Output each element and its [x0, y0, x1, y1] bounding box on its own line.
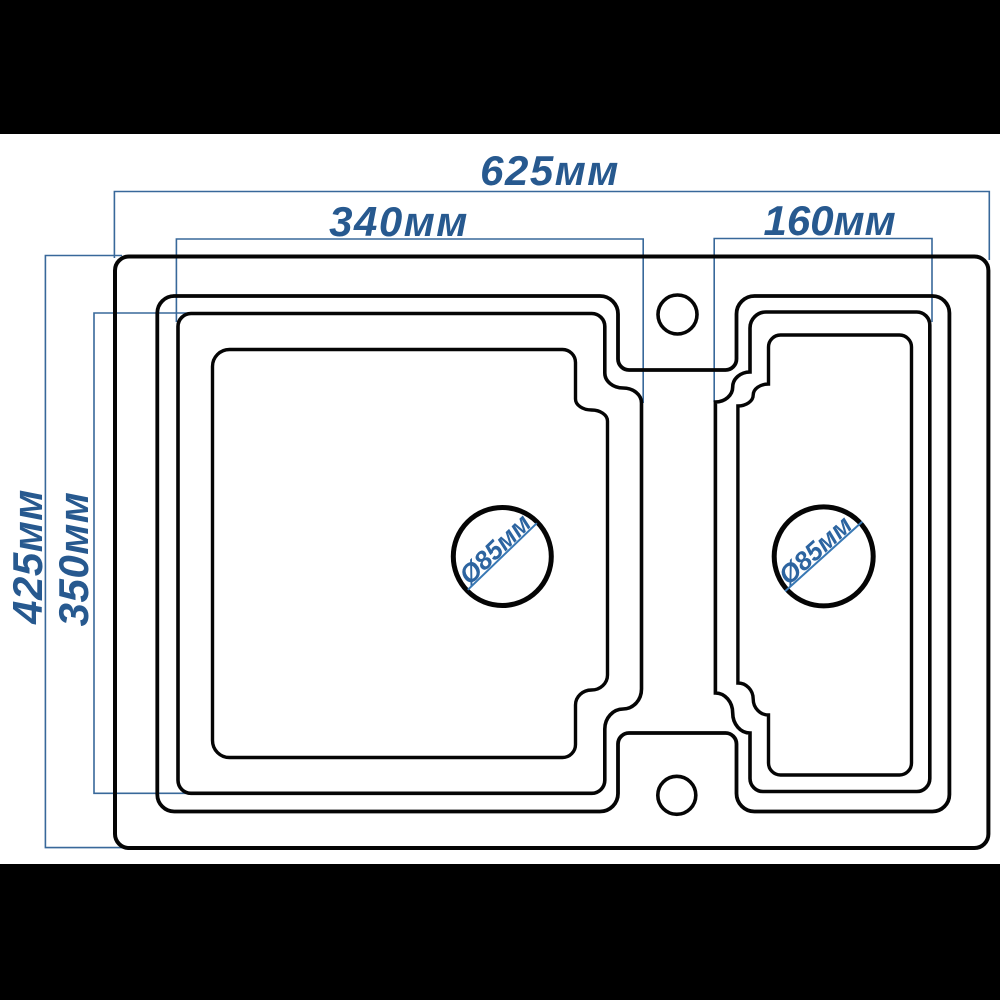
svg-text:625мм: 625мм [480, 147, 620, 194]
svg-text:160мм: 160мм [763, 197, 895, 244]
svg-text:350мм: 350мм [50, 492, 97, 627]
svg-text:425мм: 425мм [4, 489, 51, 625]
svg-text:340мм: 340мм [329, 198, 469, 245]
